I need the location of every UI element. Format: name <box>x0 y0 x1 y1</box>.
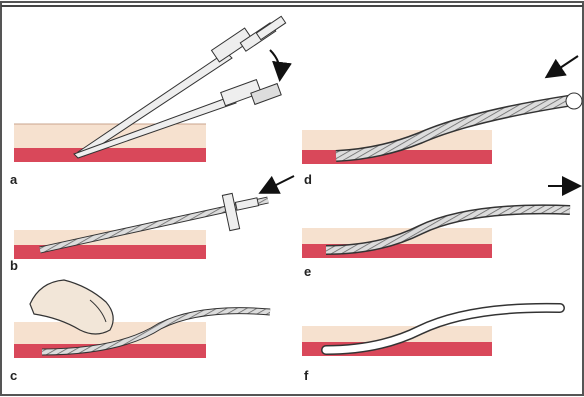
sheath-hub <box>566 93 582 109</box>
panel-label-d: d <box>304 172 312 187</box>
vessel-layer <box>14 148 206 162</box>
panel-label-b: b <box>10 258 18 273</box>
panel-label-a: a <box>10 172 18 187</box>
panel-label-c: c <box>10 368 17 383</box>
panel-label-e: e <box>304 264 311 279</box>
panel-label-f: f <box>304 368 309 383</box>
